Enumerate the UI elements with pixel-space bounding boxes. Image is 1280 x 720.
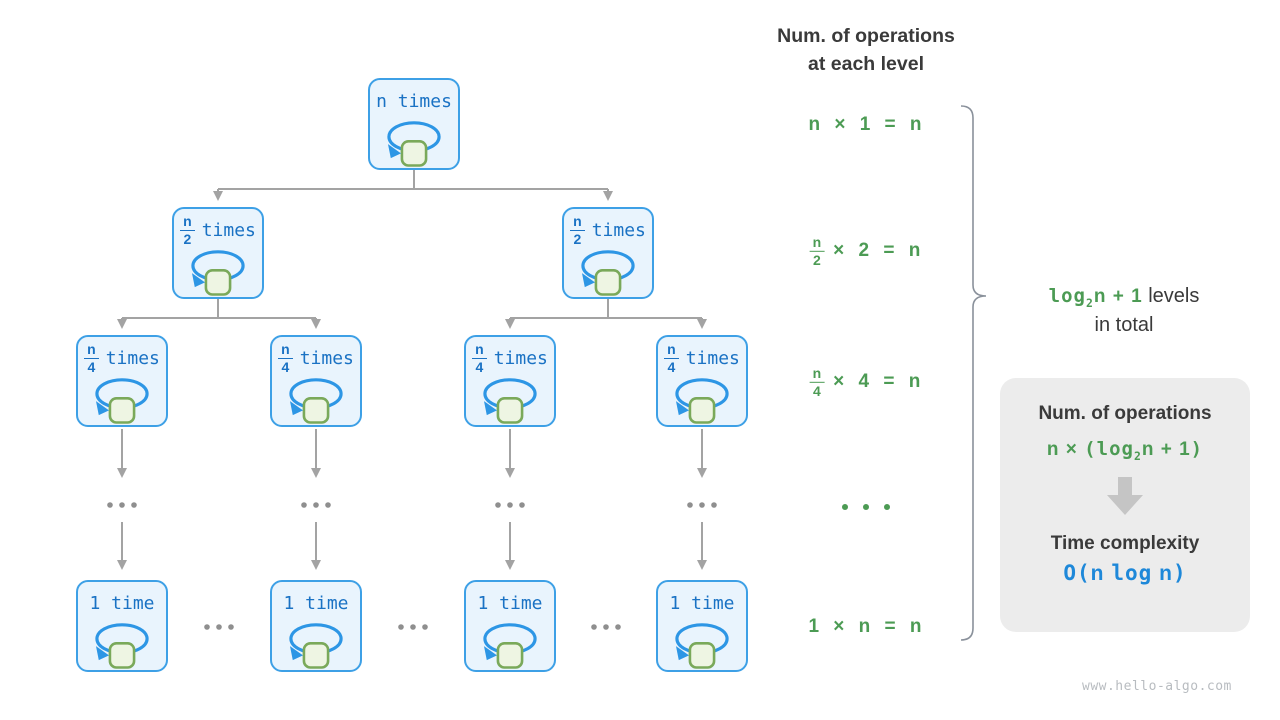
down-arrow-icon [1107, 476, 1143, 515]
levels-label: log2n + 1 levels in total [1005, 282, 1243, 340]
loop-icon [674, 377, 729, 424]
levels-suffix: levels [1148, 285, 1200, 307]
loop-icon [674, 622, 729, 669]
node-label: 1 time [89, 592, 155, 614]
loop-icon [386, 120, 441, 167]
summary-ops-title: Num. of operations [1038, 403, 1212, 424]
levels-label-line2: in total [1094, 314, 1154, 337]
ops-header-line2: at each level [808, 53, 924, 76]
loop-icon [482, 622, 537, 669]
ops-row-ellipsis [839, 504, 893, 510]
tree-node-root: n times [368, 78, 460, 170]
node-label: n times [376, 90, 452, 112]
ops-column-header: Num. of operations at each level [752, 22, 980, 79]
row-ellipsis [204, 624, 621, 630]
loop-icon [288, 622, 343, 669]
summary-box: Num. of operations n × (log2n + 1) Time … [1000, 378, 1250, 632]
loop-icon [288, 377, 343, 424]
tree-node-leaf-3: 1 time [464, 580, 556, 672]
column-ellipsis [107, 502, 717, 508]
node-label: 1 time [283, 592, 349, 614]
summary-complexity-title: Time complexity [1050, 532, 1200, 554]
levels-brace [960, 105, 987, 641]
loop-icon [482, 377, 537, 424]
levels-formula: log2n + 1 [1048, 285, 1143, 310]
loop-icon [190, 249, 245, 296]
tree-node-leaf-2: 1 time [270, 580, 362, 672]
ops-header-line1: Num. of operations [777, 25, 955, 47]
loop-icon [94, 377, 149, 424]
ops-row-level1: n × 1 = n [808, 114, 924, 135]
loop-icon [580, 249, 635, 296]
website-watermark: www.hello-algo.com [1082, 679, 1232, 694]
tree-node-leaf-4: 1 time [656, 580, 748, 672]
summary-complexity-formula: O(n log n) [1063, 560, 1187, 585]
loop-icon [94, 622, 149, 669]
summary-ops-formula: n × (log2n + 1) [1046, 438, 1204, 463]
node-label: 1 time [669, 592, 735, 614]
node-label: 1 time [477, 592, 543, 614]
tree-node-leaf-1: 1 time [76, 580, 168, 672]
ops-row-leaf: 1 × n = n [808, 616, 924, 637]
levels-label-line1: log2n + 1 levels [1005, 282, 1243, 311]
